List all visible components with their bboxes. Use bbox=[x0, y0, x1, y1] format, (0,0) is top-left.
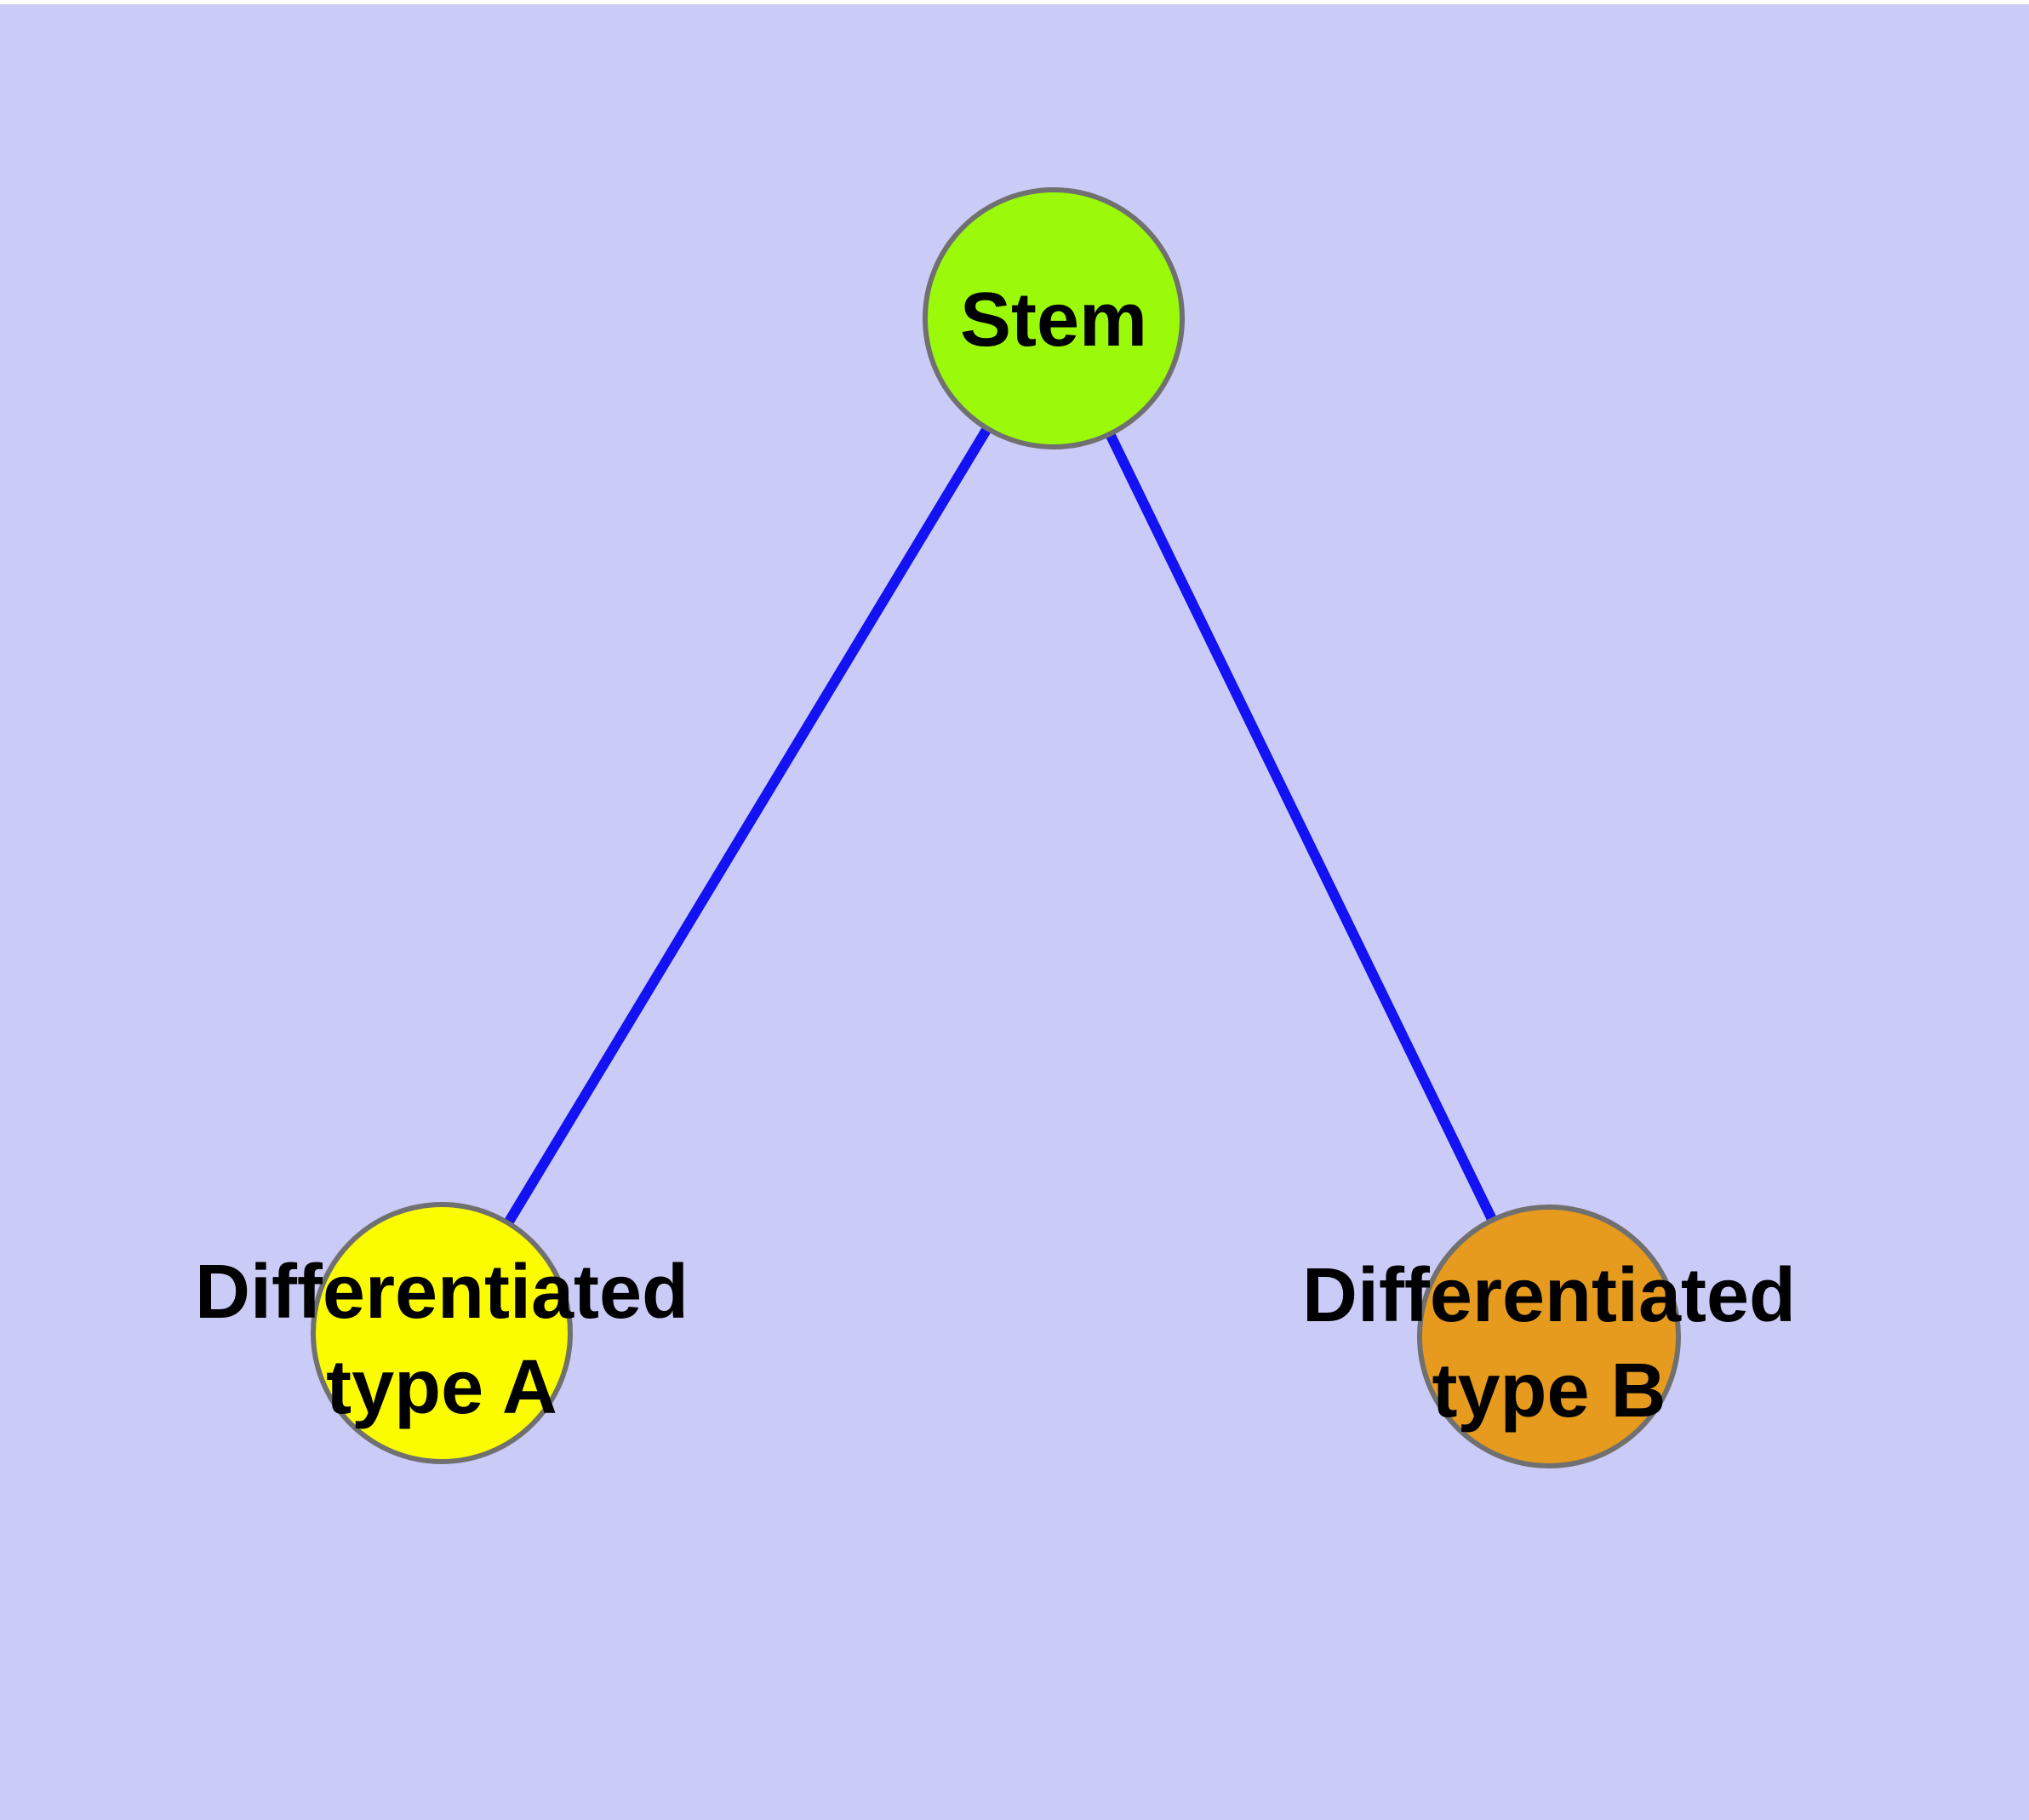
node-type-b-circle bbox=[1417, 1205, 1681, 1468]
edge-stem-to-type-b bbox=[1049, 316, 1554, 1339]
node-type-a-label-line2: type A bbox=[326, 1345, 557, 1430]
node-type-b-label-line1: Differentiated bbox=[1302, 1253, 1796, 1338]
edge-stem-to-type-a bbox=[437, 315, 1059, 1336]
node-type-b-label-line2: type B bbox=[1432, 1348, 1666, 1434]
node-stem-circle bbox=[923, 187, 1185, 449]
node-stem-label: Stem bbox=[960, 278, 1147, 363]
node-type-a-label-line1: Differentiated bbox=[195, 1250, 689, 1335]
node-type-a-circle bbox=[311, 1202, 573, 1464]
top-margin-strip bbox=[0, 0, 2029, 4]
